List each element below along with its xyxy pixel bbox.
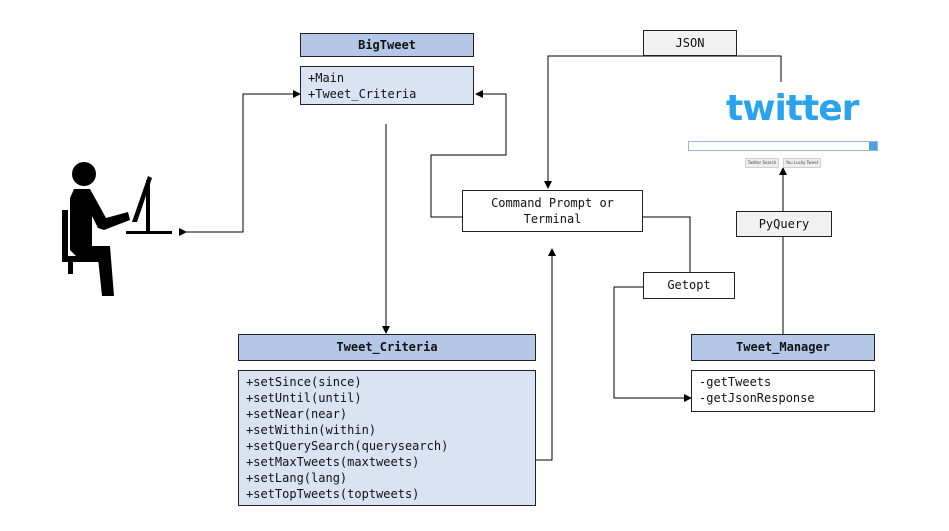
tweet-criteria-header: Tweet_Criteria — [238, 334, 536, 361]
twitter-lucky-button[interactable]: You Lucky Tweet — [783, 158, 821, 168]
criteria-method: +setQuerySearch(querysearch) — [246, 439, 449, 453]
criteria-method: +setLang(lang) — [246, 471, 348, 485]
manager-method: -getTweets — [699, 375, 772, 389]
command-prompt-line: Terminal — [523, 212, 582, 226]
twitter-logo: twitter — [726, 88, 859, 129]
getopt-label: Getopt — [643, 272, 735, 299]
bigtweet-members: +Main +Tweet_Criteria — [300, 66, 474, 105]
twitter-search-input[interactable] — [688, 141, 878, 151]
person-at-computer-icon — [62, 162, 172, 296]
bigtweet-member: +Main — [308, 71, 345, 85]
tweet-criteria-methods: +setSince(since) +setUntil(until) +setNe… — [238, 370, 536, 506]
bigtweet-header: BigTweet — [300, 33, 474, 57]
cmd-bigtweet-connector — [430, 90, 507, 218]
criteria-method: +setTopTweets(toptweets) — [246, 487, 420, 501]
criteria-method: +setSince(since) — [246, 375, 362, 389]
manager-method: -getJsonResponse — [699, 391, 815, 405]
criteria-cmd-connector — [536, 248, 556, 461]
getopt-manager-connector — [613, 286, 692, 402]
command-prompt-line: Command Prompt or — [491, 196, 614, 210]
twitter-search-button[interactable]: Twitter Search — [745, 158, 779, 168]
criteria-method: +setMaxTweets(maxtweets) — [246, 455, 420, 469]
tweet-manager-methods: -getTweets -getJsonResponse — [691, 370, 875, 412]
twitter-search-icon[interactable] — [869, 142, 877, 150]
user-bigtweet-connector — [179, 90, 301, 236]
criteria-method: +setNear(near) — [246, 407, 348, 421]
cmd-getopt-connector — [643, 216, 691, 272]
pyquery-label: PyQuery — [736, 211, 832, 237]
json-label: JSON — [643, 30, 737, 56]
tweet-manager-header: Tweet_Manager — [691, 334, 875, 361]
command-prompt-box: Command Prompt or Terminal — [462, 190, 643, 232]
criteria-method: +setWithin(within) — [246, 423, 377, 437]
bigtweet-member: +Tweet_Criteria — [308, 87, 417, 101]
criteria-method: +setUntil(until) — [246, 391, 362, 405]
json-cmd-connector — [544, 55, 782, 189]
